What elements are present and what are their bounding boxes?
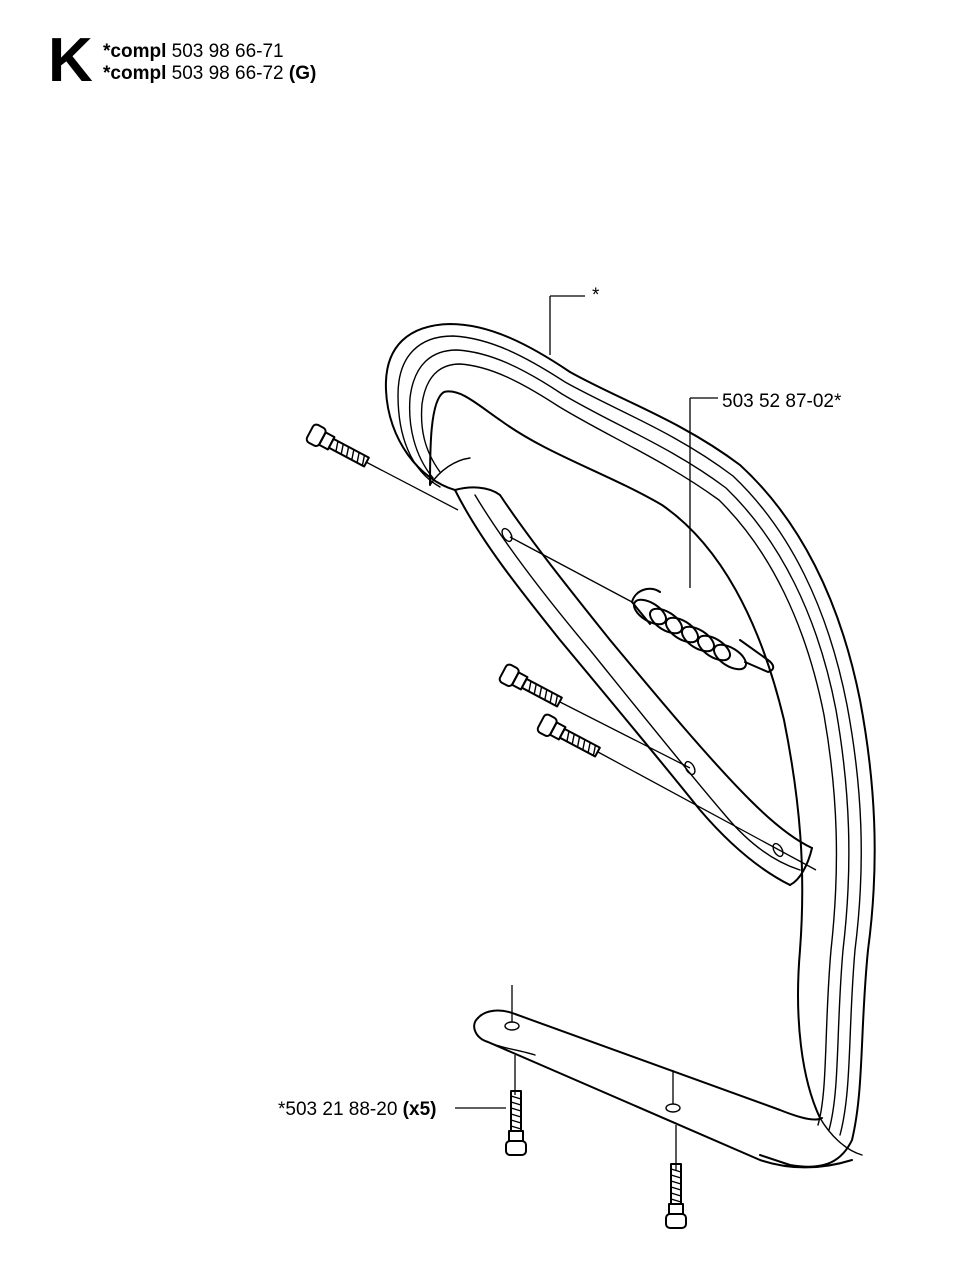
screw-leader <box>559 701 691 769</box>
handle-bar-callout: * <box>592 285 600 306</box>
assembly-line-1: *compl 503 98 66-71 <box>103 42 284 61</box>
damper-ring <box>697 634 731 662</box>
screw-bottom-1 <box>505 1090 527 1156</box>
screw-quantity: (x5) <box>402 1099 437 1120</box>
assembly-line-2: *compl 503 98 66-72 (G) <box>103 64 316 83</box>
assembly-prefix: *compl <box>103 63 167 84</box>
screw-leader <box>365 461 459 511</box>
damper-ring <box>713 643 747 671</box>
handle-bar <box>384 323 876 1168</box>
assembly-prefix: *compl <box>103 41 167 62</box>
screw-bottom-2 <box>665 1163 687 1229</box>
screw-top-left <box>305 423 370 468</box>
screw-leader <box>597 751 817 871</box>
foot-plate <box>473 985 853 1170</box>
vibration-damper <box>509 397 775 673</box>
screw-mid-1 <box>498 663 563 708</box>
assembly-variant: (G) <box>288 63 317 84</box>
assembly-part-number: 503 98 66-72 <box>171 63 284 84</box>
screw-mid-2 <box>536 713 601 758</box>
screw-part-number: *503 21 88-20 <box>278 1099 398 1120</box>
damper-callout: 503 52 87-02* <box>722 391 842 412</box>
brace-arm <box>454 489 813 886</box>
screw-callout: *503 21 88-20 (x5) <box>278 1100 436 1119</box>
assembly-part-number: 503 98 66-71 <box>171 41 284 62</box>
handle-leader <box>549 295 585 355</box>
section-letter: K <box>48 26 93 95</box>
